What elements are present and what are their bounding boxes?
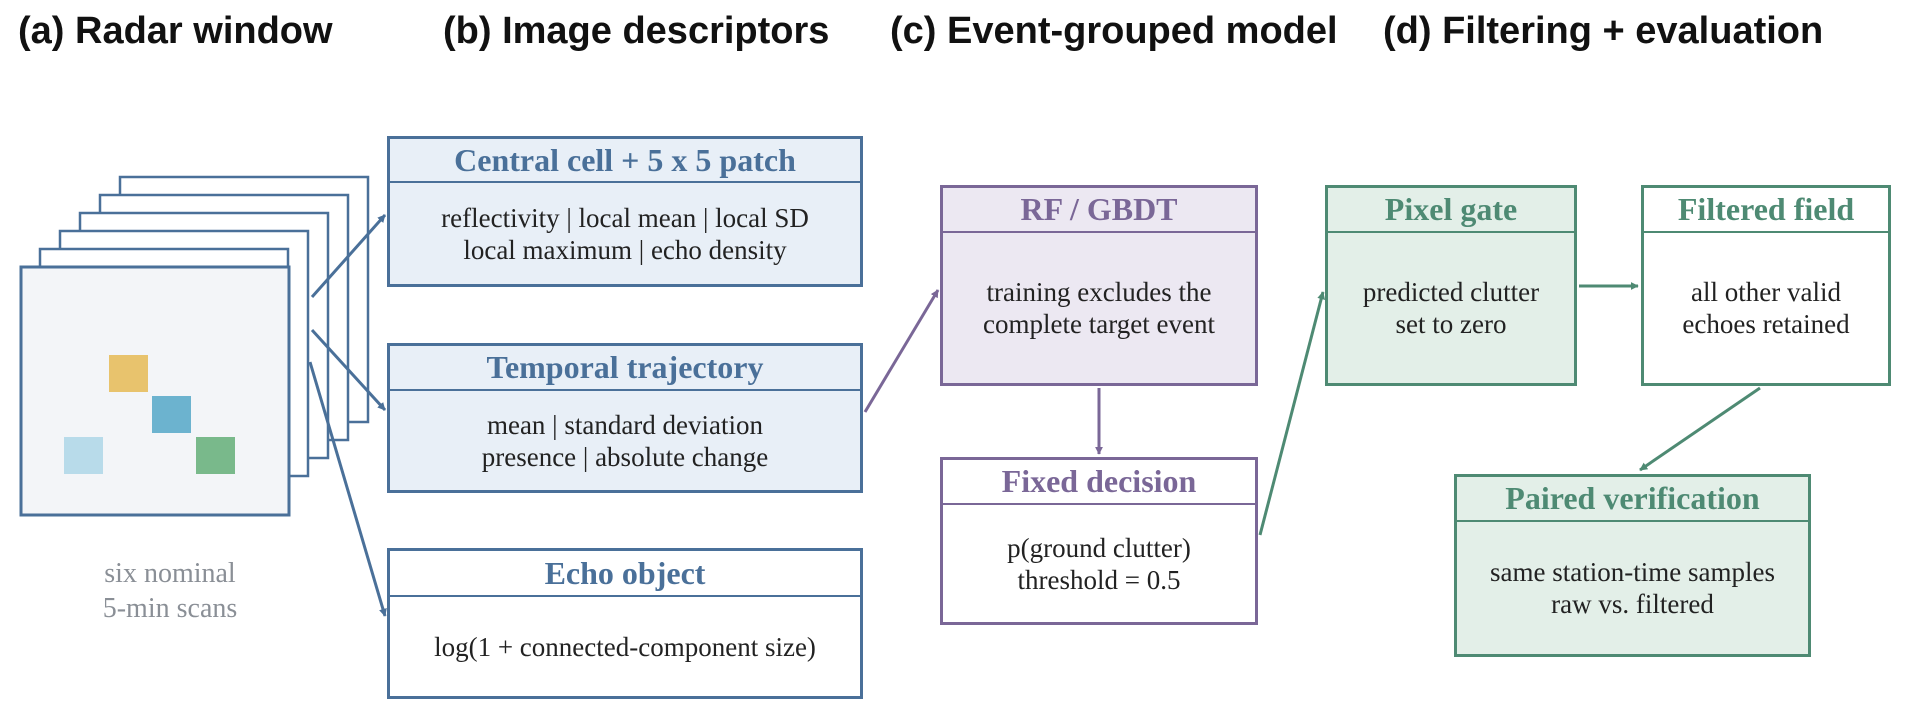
- echo-object-line1: log(1 + connected-component size): [434, 631, 816, 662]
- filtered-field-title: Filtered field: [1644, 188, 1888, 233]
- central-cell-patch-line2: local maximum | echo density: [463, 234, 787, 265]
- section-title-event-grouped-model: (c) Event-grouped model: [890, 10, 1338, 52]
- filtered-field-line2: echoes retained: [1682, 309, 1850, 339]
- temporal-trajectory-box: Temporal trajectory mean | standard devi…: [387, 343, 863, 493]
- echo-object-box: Echo object log(1 + connected-component …: [387, 548, 863, 699]
- section-title-radar-window: (a) Radar window: [18, 10, 333, 52]
- filtered-field-box: Filtered field all other valid echoes re…: [1641, 185, 1891, 386]
- echo-object-title: Echo object: [390, 551, 860, 597]
- radar-cell-yellow: [109, 355, 148, 392]
- temporal-trajectory-line1: mean | standard deviation: [486, 409, 764, 440]
- section-title-filtering-evaluation: (d) Filtering + evaluation: [1383, 10, 1824, 52]
- arrow-scans-to-central: [310, 214, 387, 298]
- fixed-decision-line2: threshold = 0.5: [1017, 564, 1181, 595]
- arrow-decision-to-pixel-gate: [1258, 291, 1326, 536]
- arrow-temporal-to-rf: [863, 289, 940, 413]
- fixed-decision-title: Fixed decision: [943, 460, 1255, 505]
- fixed-decision-line1: p(ground clutter): [1007, 532, 1191, 563]
- rf-gbdt-box: RF / GBDT training excludes the complete…: [940, 185, 1258, 386]
- arrow-scans-to-temporal: [310, 328, 387, 412]
- rf-gbdt-line1: training excludes the: [986, 277, 1212, 307]
- paired-verification-box: Paired verification same station-time sa…: [1454, 474, 1811, 657]
- paired-verification-title: Paired verification: [1457, 477, 1808, 522]
- rf-gbdt-line2: complete target event: [983, 309, 1215, 339]
- radar-cell-light-blue: [64, 437, 103, 474]
- radar-caption: six nominal 5-min scans: [20, 556, 320, 626]
- fixed-decision-box: Fixed decision p(ground clutter) thresho…: [940, 457, 1258, 625]
- paired-verification-line2: raw vs. filtered: [1551, 589, 1714, 619]
- pixel-gate-line1: predicted clutter: [1362, 277, 1540, 307]
- section-title-image-descriptors: (b) Image descriptors: [443, 10, 830, 52]
- arrow-filtered-to-paired: [1639, 386, 1761, 472]
- pixel-gate-title: Pixel gate: [1328, 188, 1574, 233]
- arrow-scans-to-echo: [308, 361, 387, 617]
- pixel-gate-line2: set to zero: [1395, 309, 1507, 339]
- radar-caption-line1: six nominal: [104, 558, 236, 589]
- radar-cell-blue: [152, 396, 191, 433]
- paired-verification-line1: same station-time samples: [1490, 557, 1775, 587]
- radar-caption-line2: 5-min scans: [102, 593, 238, 624]
- central-cell-patch-title: Central cell + 5 x 5 patch: [390, 139, 860, 183]
- temporal-trajectory-line2: presence | absolute change: [481, 441, 769, 472]
- central-cell-patch-box: Central cell + 5 x 5 patch reflectivity …: [387, 136, 863, 287]
- rf-gbdt-title: RF / GBDT: [943, 188, 1255, 233]
- radar-cell-green: [196, 437, 235, 474]
- temporal-trajectory-title: Temporal trajectory: [390, 346, 860, 391]
- filtered-field-line1: all other valid: [1691, 277, 1841, 307]
- central-cell-patch-line1: reflectivity | local mean | local SD: [441, 202, 809, 233]
- pixel-gate-box: Pixel gate predicted clutter set to zero: [1325, 185, 1577, 386]
